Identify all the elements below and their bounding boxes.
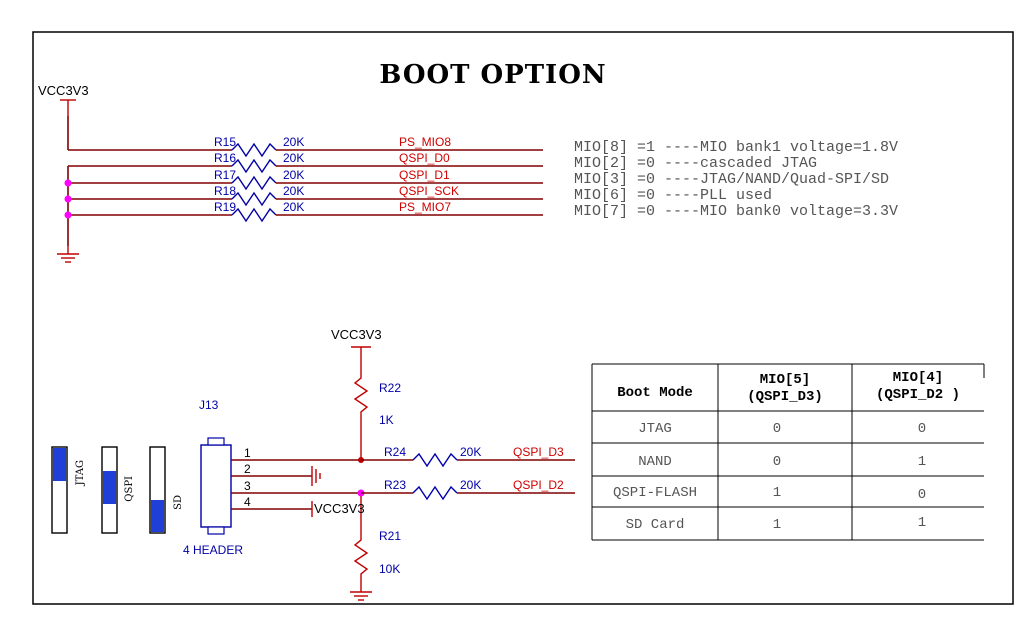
mio-note: MIO[3] =0 ----JTAG/NAND/Quad-SPI/SD [574,171,889,188]
resistor-r21-symbol [353,493,369,592]
resistor-symbol [231,142,277,158]
mio-note: MIO[8] =1 ----MIO bank1 voltage=1.8V [574,139,898,156]
jumper-sd: SD [149,446,184,534]
resistor-value: 20K [283,135,304,149]
r24-value: 20K [460,445,481,459]
table-cell: 1 [773,485,781,501]
table-cell: SD Card [626,517,685,533]
table-header-boot-mode: Boot Mode [617,385,693,401]
mio-notes: MIO[8] =1 ----MIO bank1 voltage=1.8V MIO… [574,139,898,220]
header-j13-tab-bottom [207,526,225,535]
table-header-mio5: MIO[5] [760,372,810,388]
table-header-mio5-sub: (QSPI_D3) [747,389,823,405]
table-cell: QSPI-FLASH [613,485,697,501]
resistor-r24-symbol [412,452,458,468]
r23-net: QSPI_D2 [513,478,564,492]
resistor-ref: R18 [214,184,236,198]
mio-note: MIO[7] =0 ----MIO bank0 voltage=3.3V [574,203,898,220]
resistor-ref: R16 [214,151,236,165]
net-label: PS_MIO8 [399,135,451,149]
table-cell: 1 [918,515,926,531]
header-ref: J13 [199,398,219,412]
junction-dot [64,195,72,203]
table-cell: 0 [918,421,926,437]
sheet-title: BOOT OPTION [379,60,606,90]
junction-dot [64,179,72,187]
header-name: 4 HEADER [183,543,243,557]
header-j13-tab-top [207,437,225,446]
table-cell: 1 [918,454,926,470]
header-j13-body [200,444,232,528]
resistor-ref: R15 [214,135,236,149]
table-cell: 0 [773,421,781,437]
jumper-label: JTAG [75,460,86,486]
resistor-row-r16: R16 20K QSPI_D0 [68,151,543,174]
resistor-ref: R17 [214,168,236,182]
table-header-mio4: MIO[4] [893,370,943,386]
resistor-value: 20K [283,200,304,214]
resistor-symbol [231,158,277,174]
vcc-label-bottom: VCC3V3 [331,327,382,342]
jumper-label: QSPI [124,476,135,502]
jumper-jtag: JTAG [51,446,86,534]
r24-net: QSPI_D3 [513,445,564,459]
net-label: QSPI_D1 [399,168,450,182]
net-label: QSPI_D0 [399,151,450,165]
net-label: QSPI_SCK [399,184,459,198]
resistor-row-r18: R18 20K QSPI_SCK [68,184,543,207]
jumper-cap [103,471,116,504]
r23-value: 20K [460,478,481,492]
boot-jumper-section: VCC3V3 R22 1K R21 10K J13 4 HEADER 1 2 3… [51,327,575,601]
resistor-ref: R19 [214,200,236,214]
table-cell: JTAG [638,421,672,437]
mio-note: MIO[2] =0 ----cascaded JTAG [574,155,817,172]
table-cell: 0 [773,454,781,470]
junction-dot [64,211,72,219]
jumper-label: SD [173,495,184,510]
jumper-cap [151,500,164,532]
resistor-row-r17: R17 20K QSPI_D1 [68,168,543,191]
r22-ref: R22 [379,381,401,395]
resistor-symbol [231,207,277,223]
r21-ref: R21 [379,529,401,543]
net-label: PS_MIO7 [399,200,451,214]
top-pullup-section: VCC3V3 R15 20K PS_MIO8 R16 20K QSPI_D0 [38,83,898,263]
resistor-r22-symbol [353,372,369,460]
table-cell: 0 [918,487,926,503]
r22-value: 1K [379,413,394,427]
pin-number: 2 [244,462,251,476]
resistor-value: 20K [283,151,304,165]
jumper-qspi: QSPI [101,446,135,534]
resistor-value: 20K [283,168,304,182]
sheet-frame [32,31,1014,605]
vcc-label-pin4: VCC3V3 [314,501,365,516]
resistor-r23-symbol [412,485,458,501]
table-cell: 1 [773,517,781,533]
resistor-row-r15: R15 20K PS_MIO8 [68,135,543,158]
boot-mode-table: Boot Mode MIO[5] (QSPI_D3) MIO[4] (QSPI_… [591,363,985,541]
resistor-row-r19: R19 20K PS_MIO7 [68,200,543,223]
pin-number: 1 [244,446,251,460]
r21-value: 10K [379,562,400,576]
resistor-symbol [231,191,277,207]
r23-ref: R23 [384,478,406,492]
resistor-symbol [231,175,277,191]
jumper-cap [53,448,66,481]
table-cell: NAND [638,454,672,470]
pin-number: 3 [244,479,251,493]
resistor-value: 20K [283,184,304,198]
table-header-mio4-sub: (QSPI_D2 ) [876,387,960,403]
r24-ref: R24 [384,445,406,459]
mio-note: MIO[6] =0 ----PLL used [574,187,772,204]
pin-number: 4 [244,495,251,509]
vcc-label-top: VCC3V3 [38,83,89,98]
